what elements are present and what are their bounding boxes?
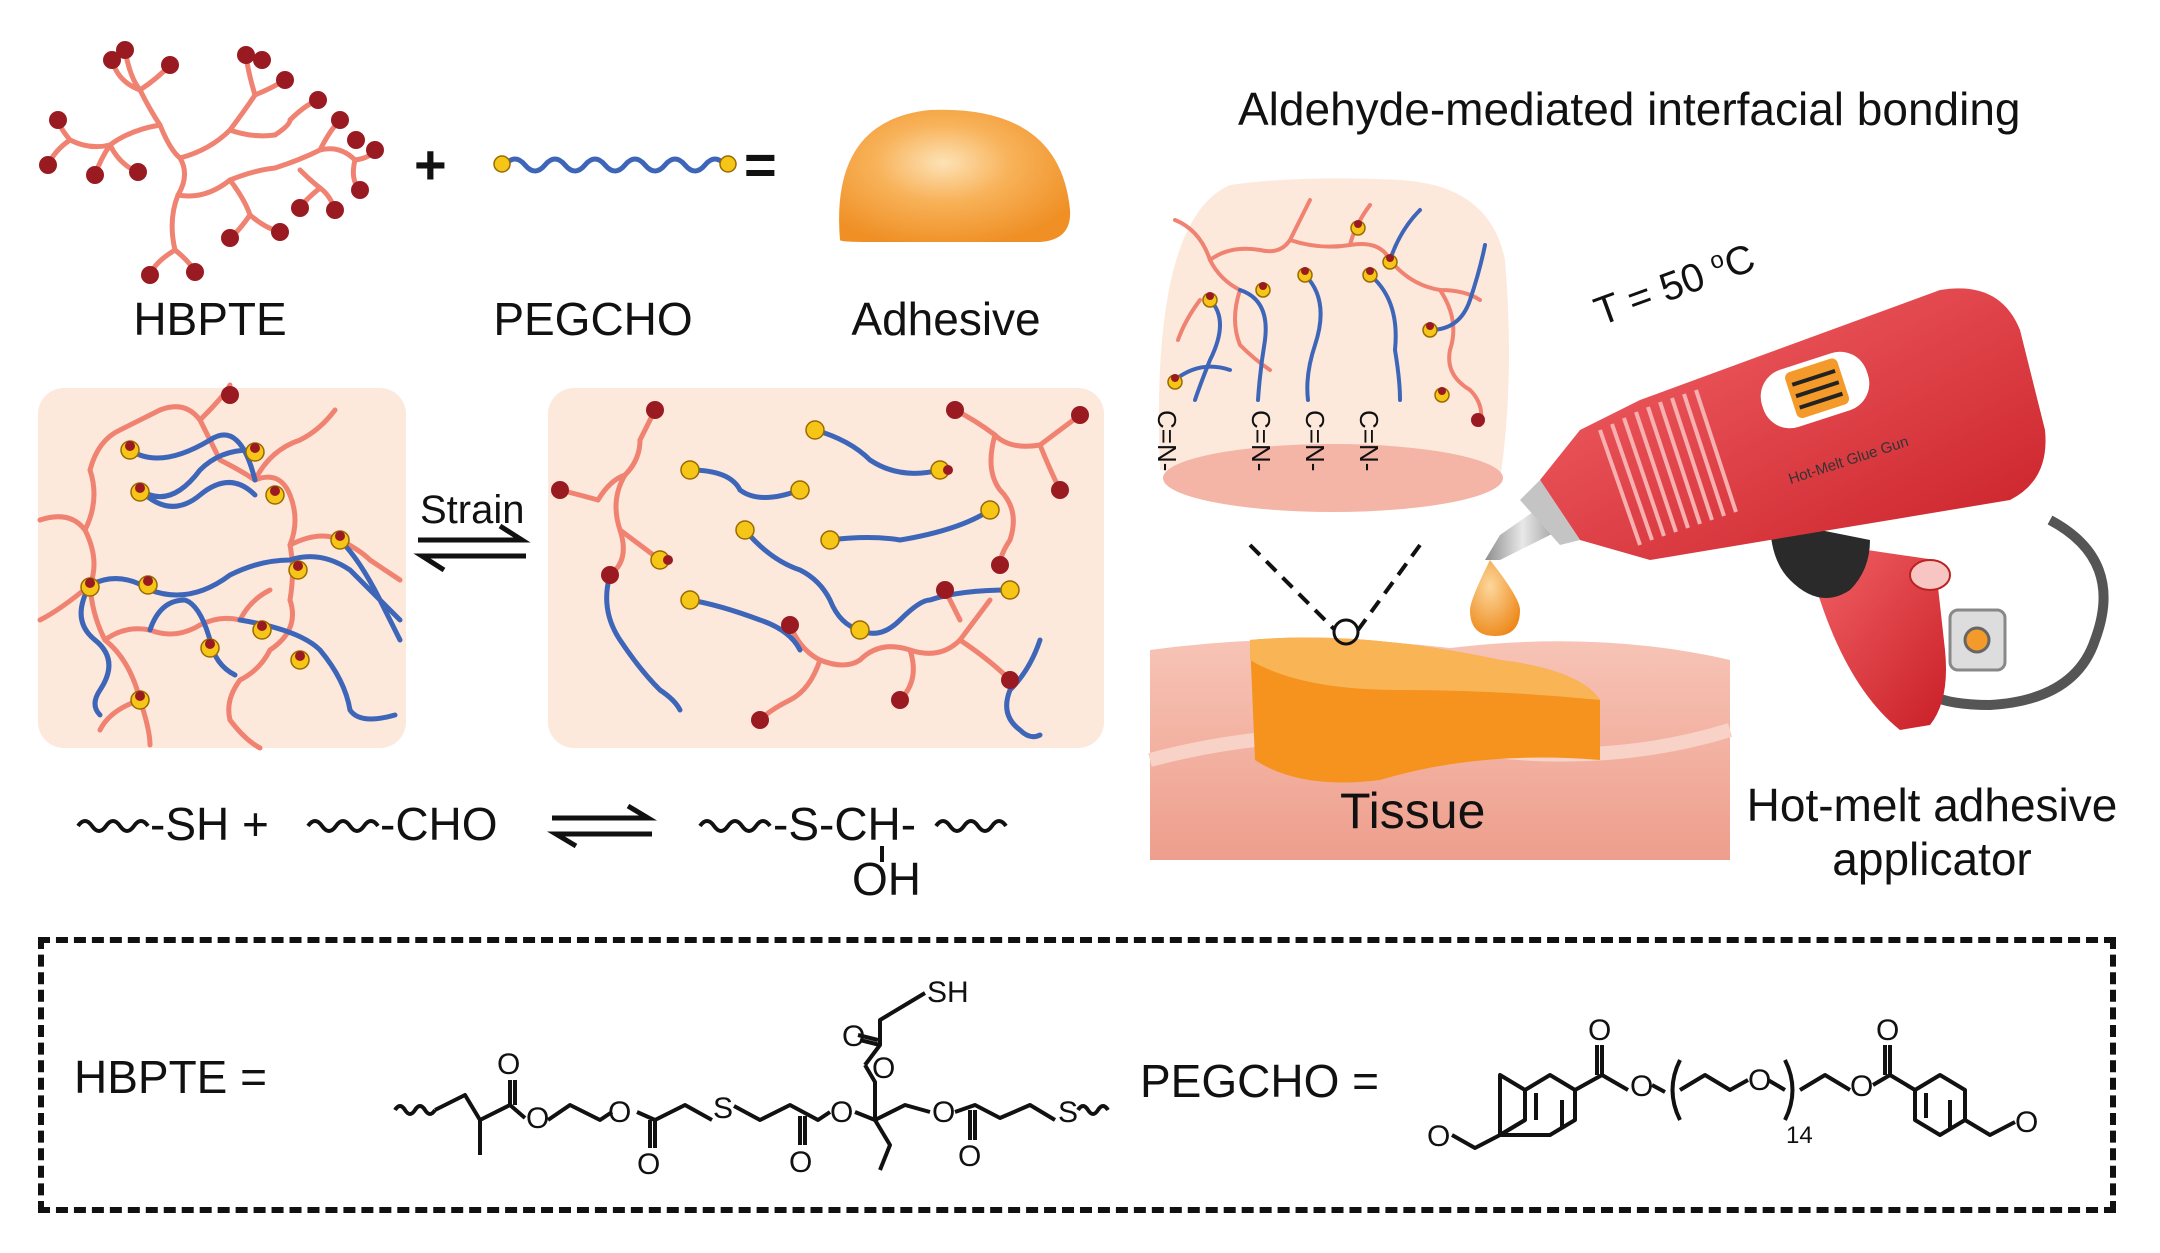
left-network-blue <box>78 432 403 722</box>
interface-bubble <box>1158 178 1509 481</box>
atom-o: O <box>1876 1014 1900 1047</box>
pegcho-structure <box>1451 1045 2016 1150</box>
strain-label: Strain <box>420 488 525 532</box>
imine-bond-label: C=N- <box>1354 410 1384 472</box>
adhesive-drop-icon <box>1470 560 1520 636</box>
atom-o: O <box>637 1148 661 1181</box>
reaction-product: -S-CH- <box>773 798 917 850</box>
network-panel-right <box>548 388 1104 748</box>
adhesive-blob-icon <box>839 109 1071 242</box>
hbpte-dendrimer-icon <box>45 47 378 278</box>
hbpte-end-groups <box>39 41 384 284</box>
interface-tissue-band <box>1163 444 1503 512</box>
atom-sh: SH <box>927 976 969 1009</box>
glue-gun-icon <box>1485 288 2109 730</box>
atom-o: O <box>526 1102 550 1135</box>
reaction-aldehyde: -CHO <box>380 798 498 850</box>
applicator-label-line2: applicator <box>1832 833 2032 885</box>
atom-o: O <box>1427 1120 1451 1153</box>
hbpte-structure <box>393 991 1110 1171</box>
plus-sign: + <box>414 133 447 196</box>
atom-o: O <box>1588 1014 1612 1047</box>
adhesive-label: Adhesive <box>851 293 1041 345</box>
equals-sign: = <box>744 133 777 196</box>
atom-o: O <box>1850 1070 1874 1103</box>
tissue-label: Tissue <box>1340 783 1486 839</box>
right-network-blue <box>604 427 1043 740</box>
atom-s: S <box>713 1092 734 1125</box>
reaction-product-oh: OH <box>852 853 921 905</box>
applicator-label-line1: Hot-melt adhesive <box>1746 779 2118 831</box>
structures-box <box>38 937 2116 1213</box>
atom-o: O <box>497 1048 521 1081</box>
subscript-14: 14 <box>1786 1122 1813 1149</box>
atom-o: O <box>932 1096 956 1129</box>
atom-o: O <box>789 1146 813 1179</box>
pegcho-equation-label: PEGCHO = <box>1140 1055 1380 1107</box>
equilibrium-arrow-icon <box>413 523 531 573</box>
pegcho-chain-icon <box>493 155 737 174</box>
atom-o: O <box>608 1096 632 1129</box>
zoom-lines <box>1248 543 1422 632</box>
imine-bond-label: C=N- <box>1152 410 1182 472</box>
reaction-thiol: -SH + <box>150 798 269 850</box>
hbpte-label: HBPTE <box>133 293 287 345</box>
atom-o: O <box>830 1096 854 1129</box>
pegcho-label: PEGCHO <box>493 293 693 345</box>
atom-s: S <box>1058 1096 1079 1129</box>
left-network-crosslinks <box>80 386 350 710</box>
atom-o: O <box>958 1140 982 1173</box>
imine-bond-label: C=N- <box>1300 410 1330 472</box>
interfacial-bonding-title: Aldehyde-mediated interfacial bonding <box>1238 83 2021 135</box>
network-panel-left <box>38 388 406 748</box>
atom-o: O <box>1748 1064 1772 1097</box>
imine-bond-label: C=N- <box>1246 410 1276 472</box>
right-network-ends <box>551 401 1089 729</box>
atom-o: O <box>2015 1106 2039 1139</box>
atom-o: O <box>872 1052 896 1085</box>
reaction-arrow-icon <box>546 803 658 849</box>
reaction-chain-glyphs <box>76 819 1008 862</box>
atom-o: O <box>842 1020 866 1053</box>
interface-network <box>1167 198 1487 427</box>
hbpte-equation-label: HBPTE = <box>74 1051 268 1103</box>
atom-o: O <box>1630 1070 1654 1103</box>
